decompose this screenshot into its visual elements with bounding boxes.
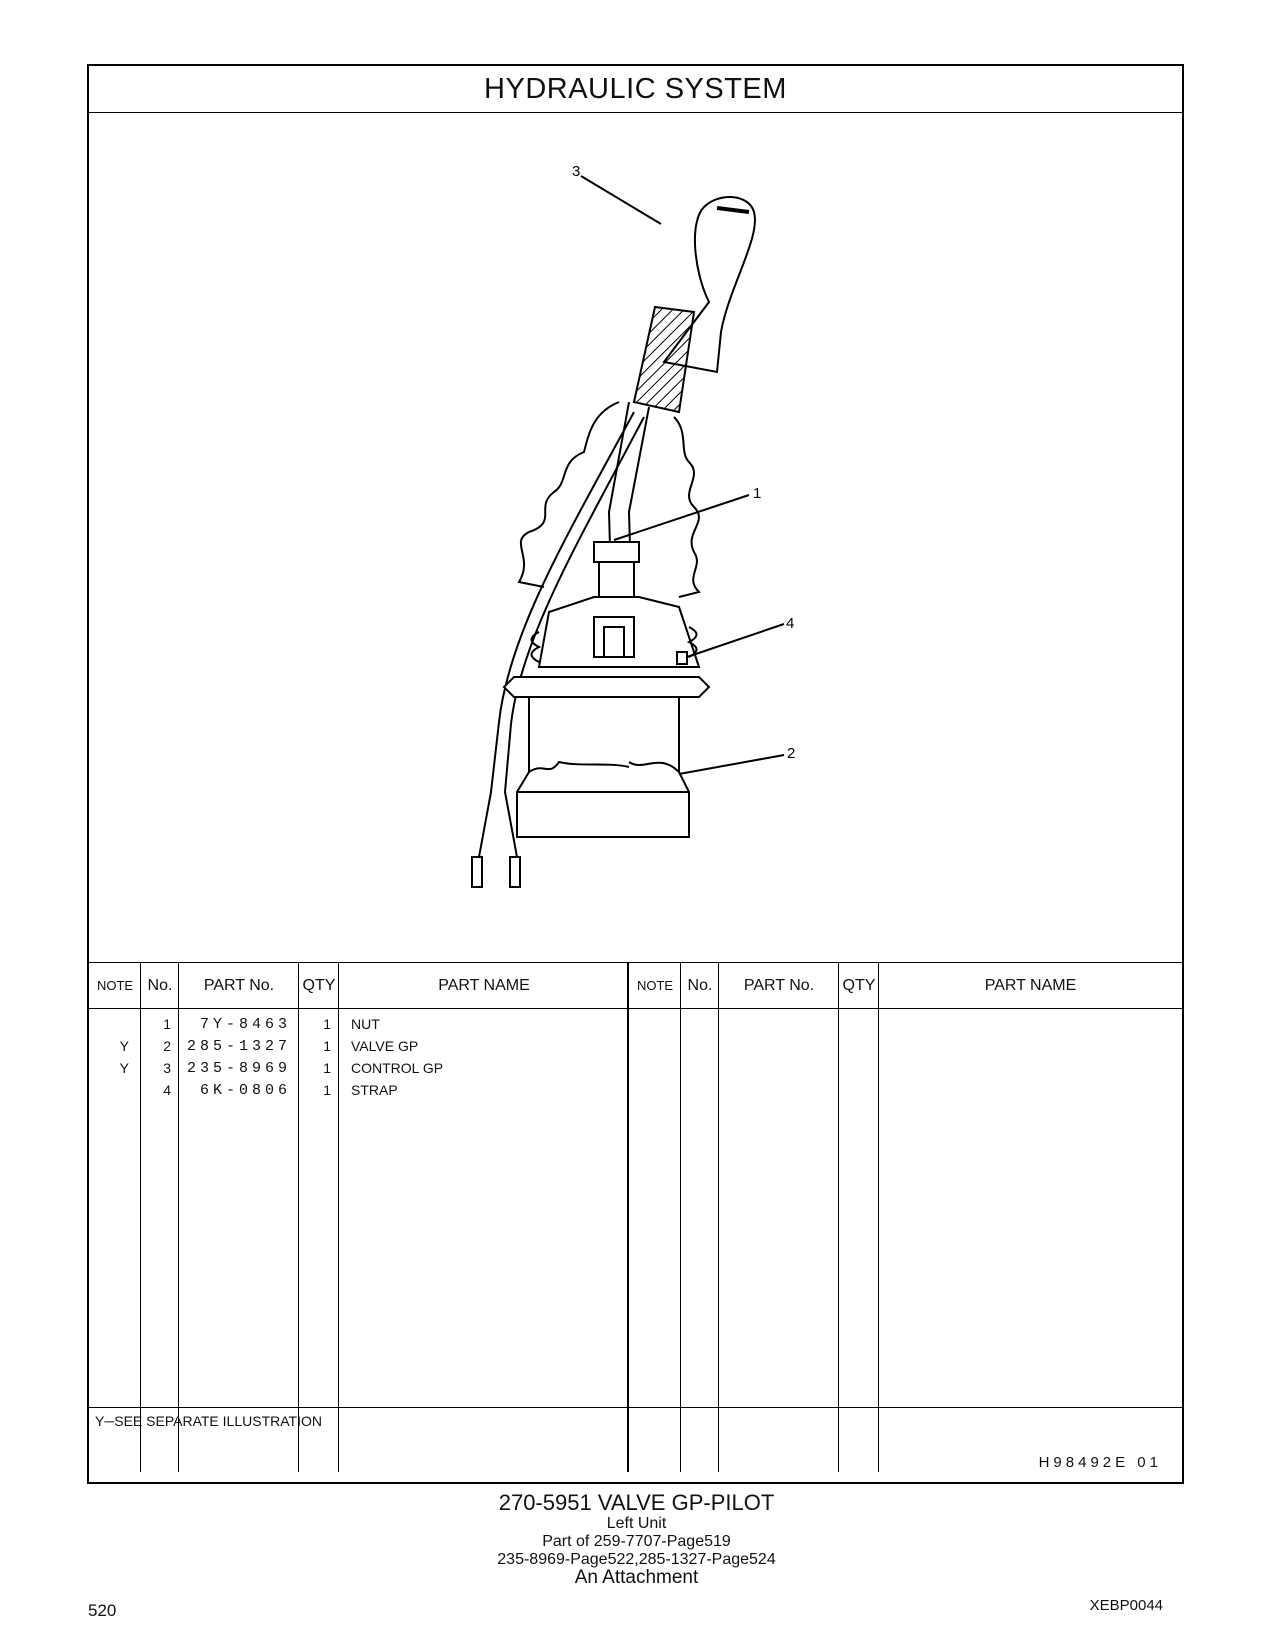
callout-1: 1 bbox=[753, 485, 761, 502]
header-part-name: PART NAME bbox=[438, 977, 530, 994]
caption-line-2: Part of 259-7707-Page519 bbox=[542, 1533, 731, 1550]
illustration-code: H98492E 01 bbox=[1038, 1454, 1162, 1471]
row-part-name: CONTROL GP bbox=[351, 1060, 444, 1076]
row-part-name: NUT bbox=[351, 1016, 380, 1032]
caption-line-1: Left Unit bbox=[606, 1515, 667, 1532]
parts-page-frame: HYDRAULIC SYSTEM bbox=[87, 64, 1184, 1484]
table-row: Y 3 235-8969 1 CONTROL GP bbox=[89, 1057, 1182, 1080]
row-note bbox=[89, 1013, 129, 1036]
header-part-no: PART No. bbox=[203, 977, 275, 994]
section-title: HYDRAULIC SYSTEM bbox=[89, 66, 1182, 113]
page-number: 520 bbox=[88, 1601, 117, 1620]
header-qty-right: QTY bbox=[842, 977, 876, 994]
row-qty: 1 bbox=[323, 1060, 331, 1076]
caption-line-4: An Attachment bbox=[574, 1567, 699, 1588]
row-qty: 1 bbox=[323, 1016, 331, 1032]
row-no: 2 bbox=[163, 1038, 171, 1054]
callout-2: 2 bbox=[787, 745, 795, 762]
header-part-name-right: PART NAME bbox=[984, 977, 1077, 994]
row-no: 4 bbox=[163, 1082, 171, 1098]
row-qty: 1 bbox=[323, 1038, 331, 1054]
header-part-no-right: PART No. bbox=[743, 977, 815, 994]
table-bottom-rule bbox=[89, 1407, 1182, 1408]
row-no: 3 bbox=[163, 1060, 171, 1076]
document-code: XEBP0044 bbox=[1089, 1597, 1163, 1614]
row-part-no: 6K-0806 bbox=[199, 1082, 291, 1099]
header-note-right: NOTE bbox=[636, 978, 674, 993]
parts-table: NOTE No. PART No. QTY PART NAME NOTE No.… bbox=[89, 962, 1182, 1472]
header-no-right: No. bbox=[687, 977, 713, 994]
footnote: Y─SEE SEPARATE ILLUSTRATION bbox=[95, 1413, 322, 1429]
pilot-valve-drawing: 3 1 4 2 bbox=[471, 163, 795, 888]
table-row: Y 2 285-1327 1 VALVE GP bbox=[89, 1035, 1182, 1058]
callout-4: 4 bbox=[786, 615, 794, 632]
caption-line-3: 235-8969-Page522,285-1327-Page524 bbox=[497, 1551, 776, 1568]
header-qty: QTY bbox=[302, 977, 336, 994]
row-no: 1 bbox=[163, 1016, 171, 1032]
exploded-illustration: 3 1 4 2 bbox=[89, 112, 1182, 962]
row-part-name: VALVE GP bbox=[351, 1038, 419, 1054]
caption-main: 270-5951 VALVE GP-PILOT bbox=[498, 1490, 775, 1515]
row-note bbox=[89, 1079, 129, 1102]
row-part-no: 235-8969 bbox=[186, 1060, 291, 1077]
row-note: Y bbox=[119, 1038, 129, 1054]
table-header: NOTE No. PART No. QTY PART NAME NOTE No.… bbox=[89, 963, 1182, 1009]
row-part-no: 7Y-8463 bbox=[199, 1016, 291, 1033]
table-row: 1 7Y-8463 1 NUT bbox=[89, 1013, 1182, 1036]
row-note: Y bbox=[119, 1060, 129, 1076]
header-no: No. bbox=[147, 977, 173, 994]
table-row: 4 6K-0806 1 STRAP bbox=[89, 1079, 1182, 1102]
row-part-no: 285-1327 bbox=[186, 1038, 291, 1055]
header-note: NOTE bbox=[96, 978, 134, 993]
row-part-name: STRAP bbox=[351, 1082, 398, 1098]
row-qty: 1 bbox=[323, 1082, 331, 1098]
callout-3: 3 bbox=[572, 163, 580, 180]
